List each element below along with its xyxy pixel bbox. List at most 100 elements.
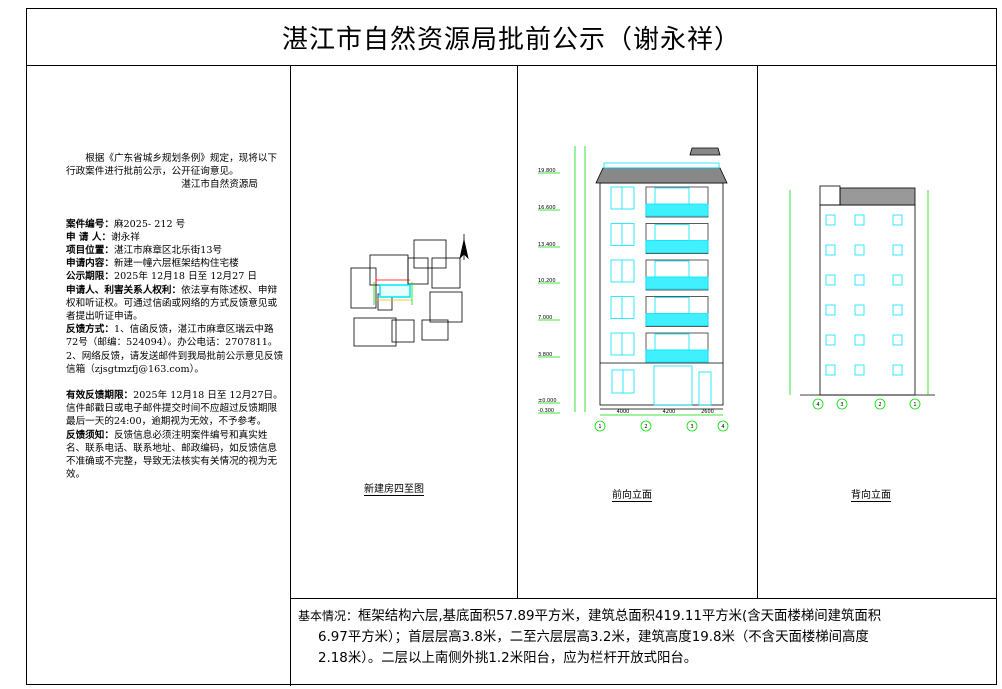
axis-bubble bbox=[594, 420, 606, 432]
feedback-method: 反馈方式：1、信函反馈，湛江市麻章区瑞云中路72号（邮编：524094）。办公电… bbox=[66, 324, 278, 349]
balcony-railing bbox=[645, 313, 709, 326]
building-outline bbox=[353, 317, 397, 347]
divider bbox=[290, 65, 291, 686]
window bbox=[854, 274, 865, 286]
front-elevation-caption: 前向立面 bbox=[612, 486, 652, 502]
window bbox=[854, 244, 865, 256]
window bbox=[610, 186, 635, 210]
new-house-footprint bbox=[379, 284, 411, 298]
basic-info-line3: 2.18米）。二层以上南侧外挑1.2米阳台，应为栏杆开放式阳台。 bbox=[318, 651, 698, 666]
axis-bubble bbox=[874, 398, 886, 410]
balcony-railing bbox=[645, 240, 709, 253]
window bbox=[854, 304, 865, 316]
axis-bubble bbox=[686, 420, 698, 432]
site-plan-caption: 新建房四至图 bbox=[364, 480, 424, 496]
applicant: 申 请 人：谢永祥 bbox=[66, 231, 140, 243]
divider bbox=[290, 598, 997, 599]
divider bbox=[757, 65, 758, 598]
balcony-opening bbox=[645, 186, 709, 218]
axis-label: 3 bbox=[840, 402, 843, 408]
feedback-notes: 反馈须知：反馈信息必须注明案件编号和真实姓名、联系电话、联系地址、邮政编码，如反… bbox=[66, 429, 278, 481]
window bbox=[854, 334, 865, 346]
window bbox=[610, 223, 635, 246]
window bbox=[610, 332, 635, 356]
dimension-label: 4000 bbox=[617, 409, 630, 415]
building-outline bbox=[413, 239, 447, 269]
rights: 申请人、利害关系人权利：依法享有陈述权、申辩权和听证权。可通过信函或网络的方式反… bbox=[66, 284, 278, 323]
building-outline bbox=[391, 319, 415, 343]
notice-issuer: 湛江市自然资源局 bbox=[181, 179, 258, 191]
stair-tower bbox=[819, 185, 841, 206]
notice-intro: 根据《广东省城乡规划条例》规定，现将以下行政案件进行批前公示，公开征询意见。 bbox=[66, 153, 278, 178]
building-outline bbox=[819, 204, 916, 396]
balcony-door bbox=[654, 260, 690, 278]
window bbox=[825, 214, 836, 226]
balcony-door bbox=[654, 333, 690, 351]
front-elevation: 19.80016.60013.40010.2007.0003.800±0.000… bbox=[538, 146, 729, 432]
dimension-label: 4200 bbox=[663, 409, 676, 415]
axis-label: 4 bbox=[721, 424, 724, 430]
roof-tiles bbox=[839, 187, 916, 206]
back-elevation-caption: 背向立面 bbox=[851, 486, 891, 502]
basic-info-line1: 框架结构六层,基底面积57.89平方米，建筑总面积419.11平方米(含天面楼梯… bbox=[358, 609, 882, 624]
axis-label: 2 bbox=[644, 424, 647, 430]
notice-period: 公示期限：2025年 12月18 日至 12月27 日 bbox=[66, 271, 257, 283]
level-label: 10.200 bbox=[538, 278, 556, 284]
window bbox=[825, 304, 836, 316]
window bbox=[854, 364, 865, 376]
balcony-opening bbox=[645, 223, 709, 254]
basic-info-label: 基本情况： bbox=[298, 609, 359, 623]
balcony-door bbox=[654, 297, 690, 314]
page-title: 湛江市自然资源局批前公示（谢永祥） bbox=[26, 8, 997, 66]
parapet-railing bbox=[603, 162, 720, 169]
application-content: 申请内容：新建一幢六层框架结构住宅楼 bbox=[66, 258, 239, 270]
balcony-opening bbox=[645, 259, 709, 291]
axis-label: 1 bbox=[598, 424, 601, 430]
balcony-door bbox=[654, 187, 690, 205]
axis-label: 1 bbox=[913, 402, 916, 408]
building-outline bbox=[431, 257, 461, 289]
window bbox=[892, 214, 903, 226]
project-location: 项目位置：湛江市麻章区北乐街13号 bbox=[66, 245, 223, 257]
notice-text: 根据《广东省城乡规划条例》规定，现将以下行政案件进行批前公示，公开征询意见。 湛… bbox=[66, 152, 284, 481]
balcony-door bbox=[654, 224, 690, 241]
window bbox=[825, 364, 836, 376]
level-label: 16.600 bbox=[538, 205, 556, 211]
building-outline bbox=[407, 257, 429, 285]
level-label: ±0.000 bbox=[538, 398, 557, 404]
balcony-railing bbox=[645, 349, 709, 363]
building-outline bbox=[429, 291, 463, 323]
window bbox=[892, 334, 903, 346]
window bbox=[610, 259, 635, 283]
level-label: 7.000 bbox=[538, 315, 552, 321]
balcony-opening bbox=[645, 332, 709, 364]
window bbox=[854, 214, 865, 226]
axis-bubble bbox=[640, 420, 652, 432]
notice-frame bbox=[26, 8, 997, 685]
level-label: -0.300 bbox=[538, 408, 554, 414]
building-outline bbox=[350, 267, 377, 309]
dimension-label: 2600 bbox=[701, 409, 714, 415]
feedback-period: 有效反馈期限：2025年 12月18 日至 12月27日。信件邮戳日或电子邮件提… bbox=[66, 390, 283, 428]
window bbox=[825, 274, 836, 286]
axis-label: 3 bbox=[690, 424, 693, 430]
case-number: 案件编号：麻2025- 212 号 bbox=[66, 218, 186, 230]
window bbox=[825, 334, 836, 346]
stair-roof bbox=[689, 147, 721, 156]
side-door bbox=[698, 371, 712, 406]
entrance-door bbox=[653, 365, 693, 406]
window bbox=[892, 304, 903, 316]
window bbox=[892, 244, 903, 256]
window bbox=[892, 364, 903, 376]
axis-bubble bbox=[836, 398, 848, 410]
basic-info: 基本情况：框架结构六层,基底面积57.89平方米，建筑总面积419.11平方米(… bbox=[298, 606, 978, 669]
axis-label: 4 bbox=[816, 402, 819, 408]
window bbox=[892, 274, 903, 286]
axis-bubble bbox=[717, 420, 729, 432]
site-plan bbox=[350, 234, 469, 347]
balcony-railing bbox=[645, 203, 709, 217]
level-label: 3.800 bbox=[538, 352, 552, 358]
window bbox=[610, 296, 635, 319]
